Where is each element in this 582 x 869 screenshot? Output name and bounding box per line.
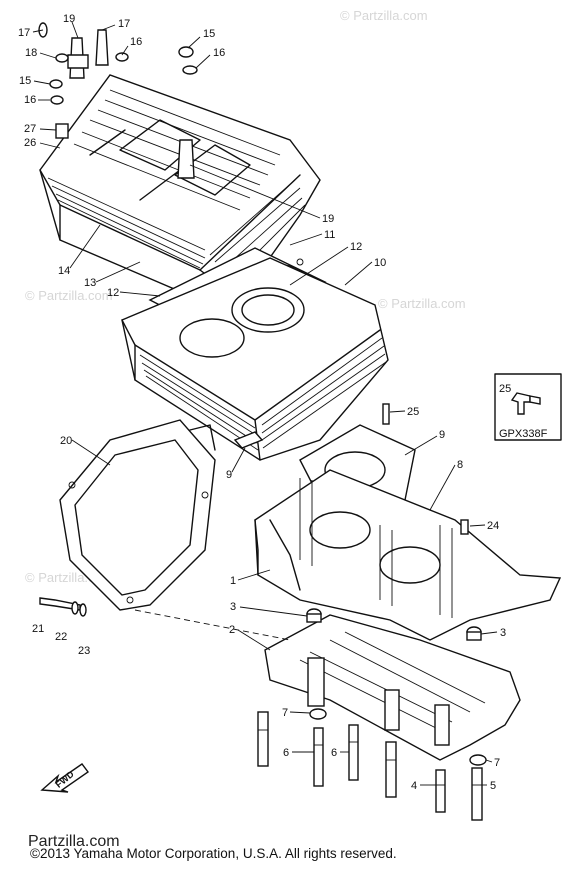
callout-1: 1 (230, 575, 236, 587)
callout-17: 17 (118, 18, 130, 30)
callout-6: 6 (331, 747, 337, 759)
callout-16: 16 (130, 36, 142, 48)
callout-6: 6 (283, 747, 289, 759)
callout-15: 15 (203, 28, 215, 40)
dowels (306, 608, 482, 641)
callout-4: 4 (411, 780, 417, 792)
callout-5: 5 (490, 780, 496, 792)
callout-3: 3 (500, 627, 506, 639)
callout-19: 19 (63, 13, 75, 25)
callout-labels: 17 19 17 18 16 15 16 15 16 27 26 19 11 1… (18, 13, 506, 792)
callout-9: 9 (226, 469, 232, 481)
callout-16: 16 (213, 47, 225, 59)
callout-3: 3 (230, 601, 236, 613)
crankcase-upper (254, 469, 562, 641)
dowel-pin (382, 403, 390, 425)
callout-26: 26 (24, 137, 36, 149)
callout-25: 25 (407, 406, 419, 418)
callout-14: 14 (58, 265, 70, 277)
callout-7: 7 (282, 707, 288, 719)
callout-16: 16 (24, 94, 36, 106)
watermarks: © Partzilla.com © Partzilla.com © Partzi… (25, 8, 466, 585)
cover-bolts (39, 597, 87, 617)
spark-plugs (67, 29, 195, 179)
callout-11: 11 (324, 229, 335, 241)
watermark: © Partzilla.com (378, 296, 466, 311)
watermark: © Partzilla.com (25, 288, 113, 303)
inset-part-number: 25 (499, 383, 511, 395)
inset-code: GPX338F (499, 428, 548, 440)
copyright-notice: ©2013 Yamaha Motor Corporation, U.S.A. A… (30, 846, 397, 861)
watermark: © Partzilla.com (340, 8, 428, 23)
callout-15: 15 (19, 75, 31, 87)
callout-20: 20 (60, 435, 72, 447)
callout-12: 12 (107, 287, 119, 299)
cylinder-block (121, 257, 389, 461)
callout-22: 22 (55, 631, 67, 643)
leader-lines (32, 21, 498, 786)
crankcase-lower (264, 614, 521, 761)
callout-13: 13 (84, 277, 96, 289)
callout-19: 19 (322, 213, 334, 225)
callout-8: 8 (457, 459, 463, 471)
forward-arrow: FWD (40, 763, 89, 793)
callout-9: 9 (439, 429, 445, 441)
callout-7: 7 (494, 757, 500, 769)
callout-17: 17 (18, 27, 30, 39)
inset-box: 25 GPX338F (494, 373, 562, 441)
cylinder-head (39, 74, 321, 301)
callout-27: 27 (24, 123, 36, 135)
callout-12: 12 (350, 241, 362, 253)
stud (460, 519, 469, 535)
nuts-washers (38, 22, 198, 139)
callout-24: 24 (487, 520, 499, 532)
crankcase-cover (59, 419, 216, 611)
brand-text: Partzilla.com (28, 833, 120, 850)
callout-2: 2 (229, 624, 235, 636)
brand-watermark: Partzilla.com (28, 833, 120, 851)
callout-21: 21 (32, 623, 44, 635)
crankcase-bolts (257, 708, 487, 821)
callout-18: 18 (25, 47, 37, 59)
callout-23: 23 (78, 645, 90, 657)
callout-10: 10 (374, 257, 386, 269)
